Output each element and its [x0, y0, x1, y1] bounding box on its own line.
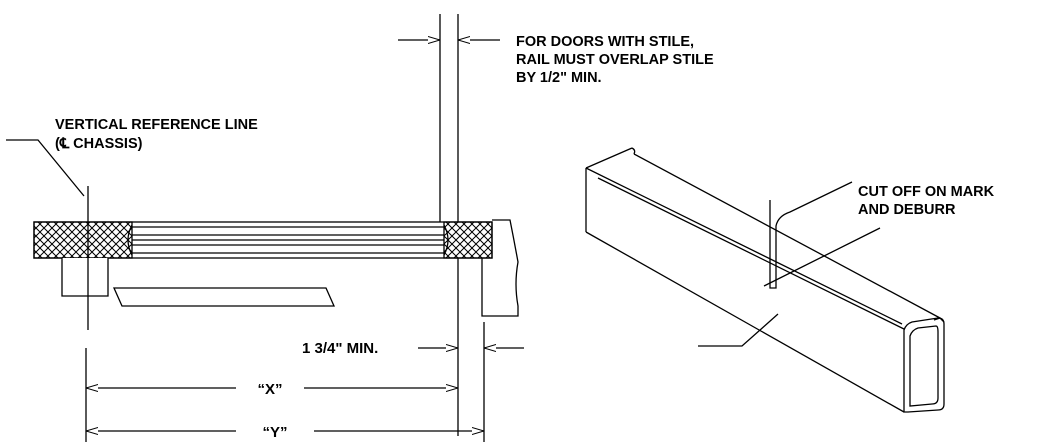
hatched-block-left	[33, 221, 133, 259]
stile-note-line-3: BY 1/2" MIN.	[516, 70, 602, 86]
cut-mark	[769, 181, 853, 289]
cut-note: CUT OFF ON MARK AND DEBURR	[858, 184, 995, 218]
reference-leader	[6, 139, 85, 197]
mount-bracket	[61, 258, 109, 297]
cut-note-line-2: AND DEBURR	[858, 202, 956, 218]
stile-note-line-2: RAIL MUST OVERLAP STILE	[516, 52, 714, 68]
stile-note-line-1: FOR DOORS WITH STILE,	[516, 34, 694, 50]
reference-note: VERTICAL REFERENCE LINE (℄ CHASSIS)	[55, 117, 258, 152]
angled-plate	[112, 287, 336, 307]
cut-note-line-1: CUT OFF ON MARK	[858, 184, 995, 200]
hatched-block-right	[443, 221, 493, 259]
rail-3d	[585, 147, 945, 413]
min-clearance-label: 1 3/4" MIN.	[302, 340, 378, 357]
stile-note: FOR DOORS WITH STILE, RAIL MUST OVERLAP …	[516, 34, 714, 86]
cut-leader	[698, 313, 779, 347]
frame-break	[481, 219, 519, 317]
reference-note-line-2: (℄ CHASSIS)	[55, 136, 143, 152]
dimension-y-label: “Y”	[262, 424, 287, 441]
rail-section	[33, 221, 493, 259]
reference-note-line-1: VERTICAL REFERENCE LINE	[55, 117, 258, 133]
dimension-x-label: “X”	[257, 381, 282, 398]
